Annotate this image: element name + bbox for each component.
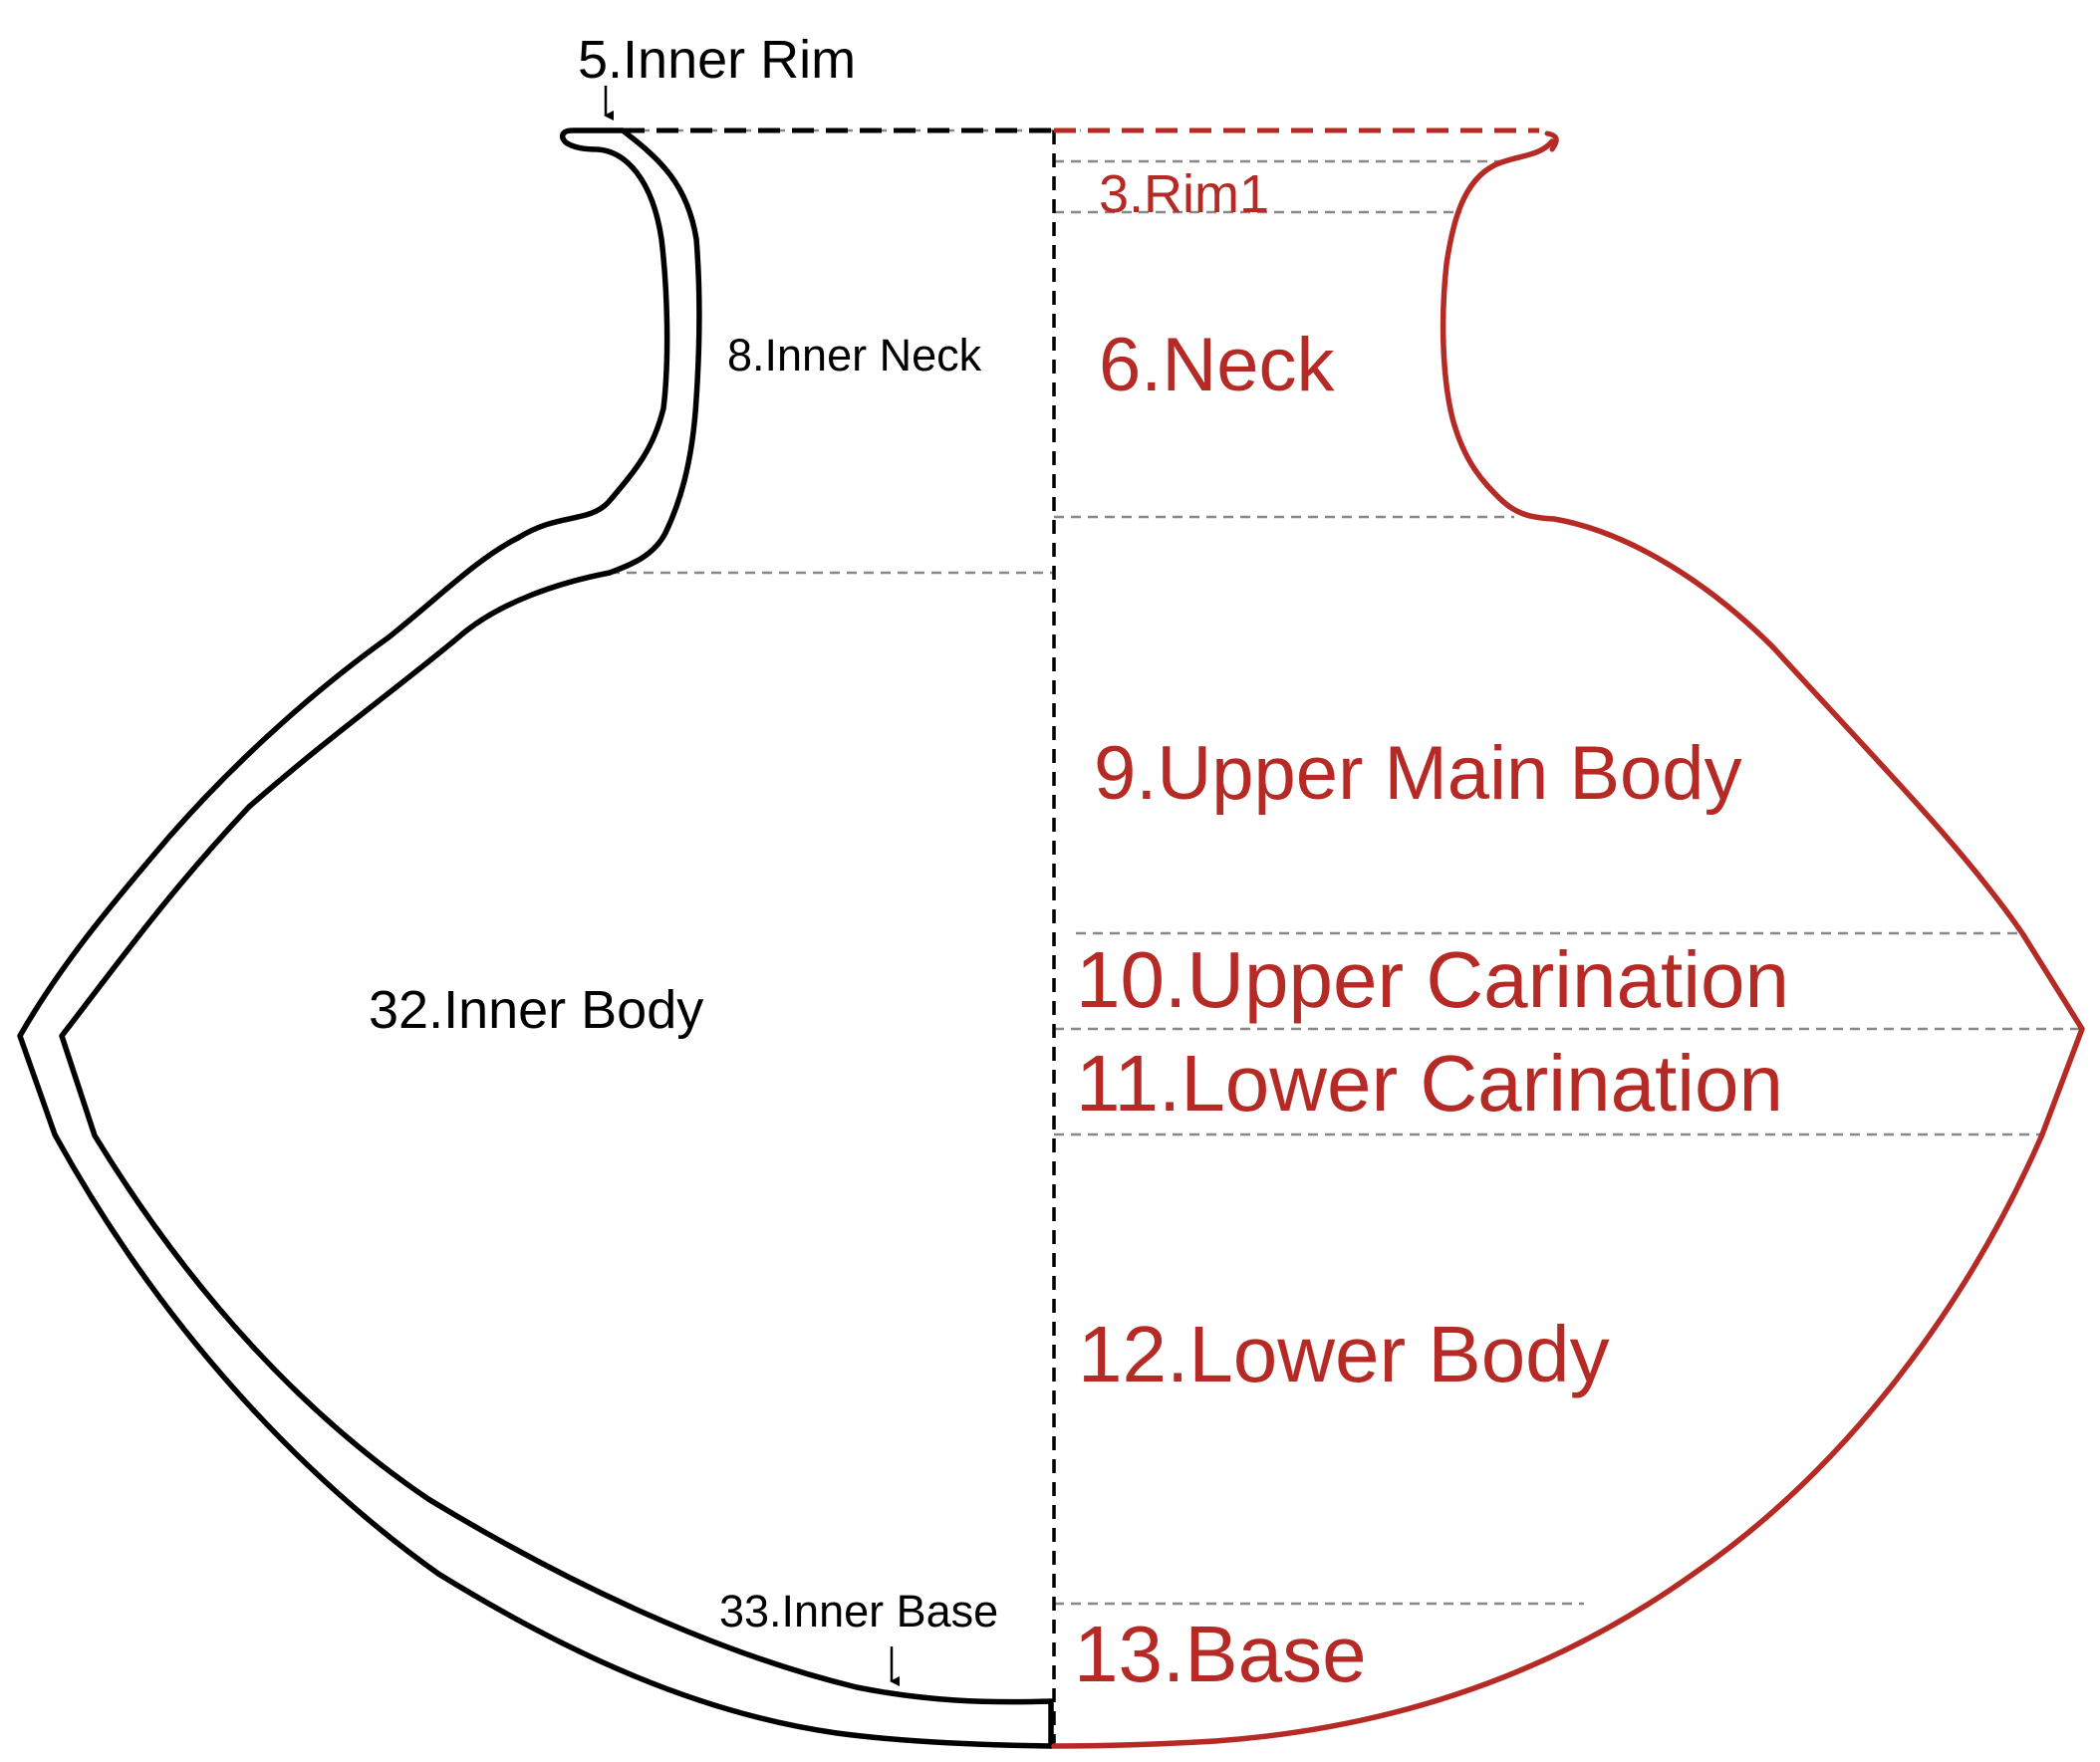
- outer-profile: [1051, 138, 2085, 1749]
- outer-rim-tip: [1544, 130, 1559, 152]
- label-inner-rim: 5.Inner Rim: [578, 30, 856, 90]
- label-rim1: 3.Rim1: [1099, 164, 1269, 224]
- section-guides: [610, 128, 2082, 1606]
- label-base: 13.Base: [1074, 1610, 1367, 1698]
- label-lower-body: 12.Lower Body: [1078, 1310, 1610, 1398]
- label-inner-base: 33.Inner Base: [719, 1586, 998, 1636]
- label-lower-carination: 11.Lower Carination: [1076, 1039, 1783, 1128]
- label-inner-body: 32.Inner Body: [369, 980, 703, 1040]
- label-upper-carination: 10.Upper Carination: [1076, 935, 1789, 1024]
- label-neck: 6.Neck: [1099, 323, 1336, 407]
- label-upper-main-body: 9.Upper Main Body: [1094, 731, 1742, 816]
- inner-wall-profile: [17, 127, 1054, 1749]
- label-inner-neck: 8.Inner Neck: [727, 330, 982, 380]
